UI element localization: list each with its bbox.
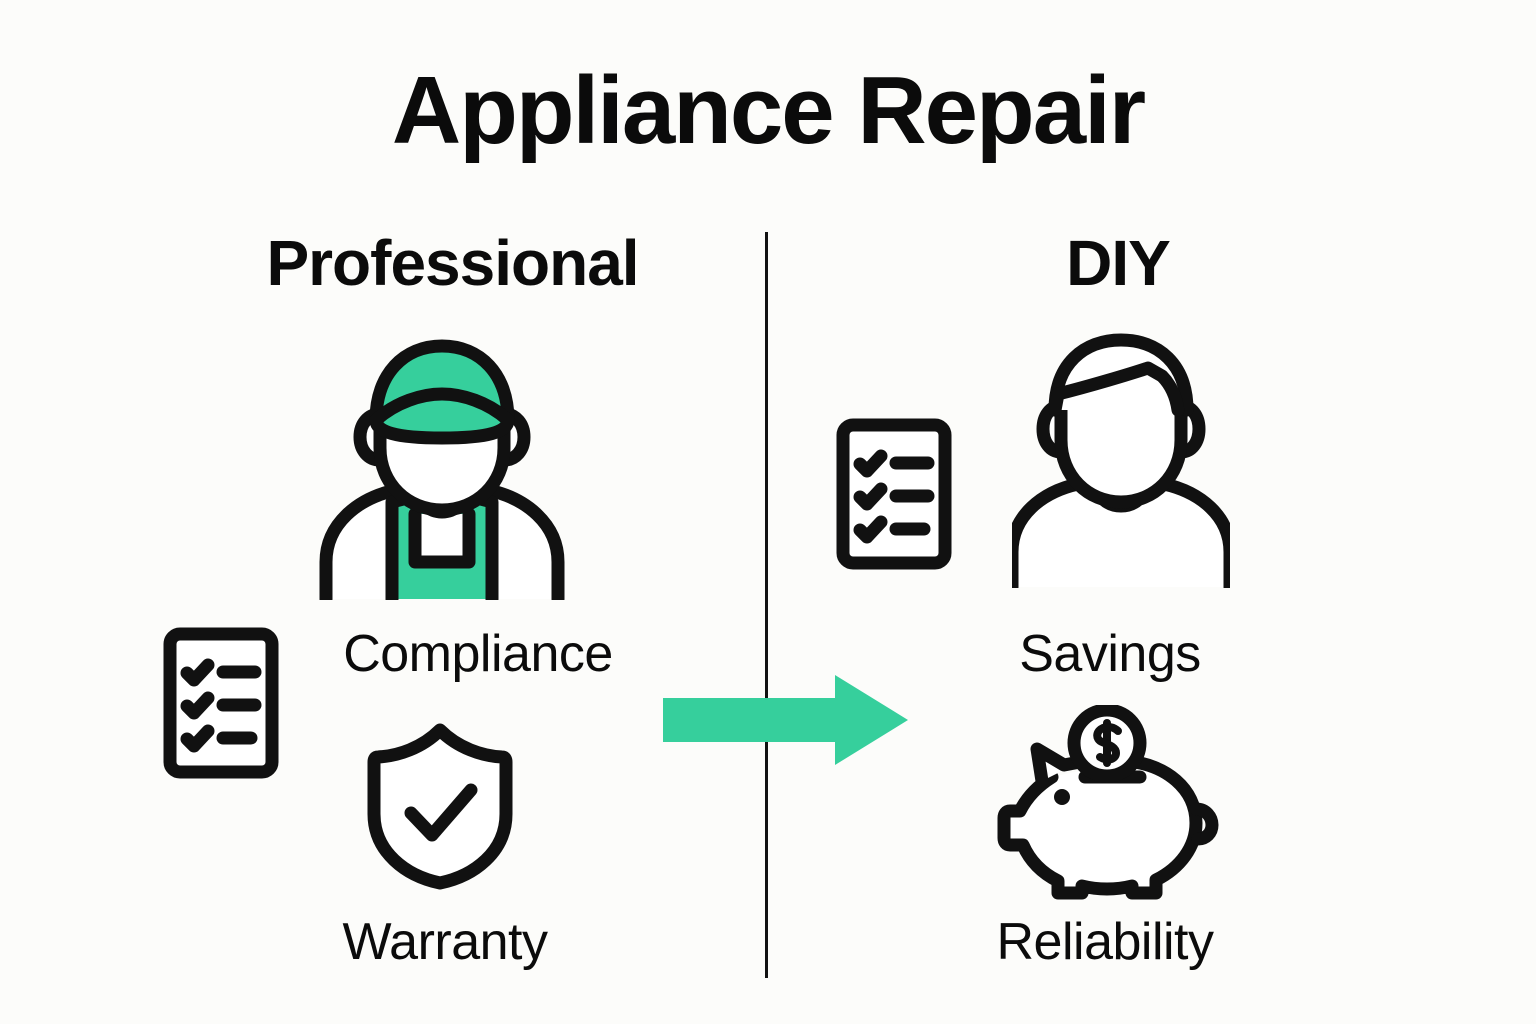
feature-label-compliance: Compliance <box>343 625 613 683</box>
feature-label-savings: Savings <box>1019 625 1201 683</box>
checklist-clipboard-icon-right <box>836 418 952 570</box>
piggy-bank-icon <box>990 705 1222 901</box>
column-heading-professional: Professional <box>266 227 639 299</box>
feature-label-warranty: Warranty <box>342 913 549 971</box>
shield-check-icon <box>366 722 514 890</box>
right-arrow-icon <box>663 675 908 765</box>
column-heading-diy: DIY <box>1066 227 1171 299</box>
feature-label-reliability: Reliability <box>996 913 1214 971</box>
checklist-clipboard-icon <box>163 627 279 779</box>
page-title: Appliance Repair <box>391 57 1146 164</box>
technician-with-cap-icon <box>318 338 566 600</box>
person-head-icon <box>1012 332 1230 588</box>
vertical-divider-line <box>765 232 768 978</box>
